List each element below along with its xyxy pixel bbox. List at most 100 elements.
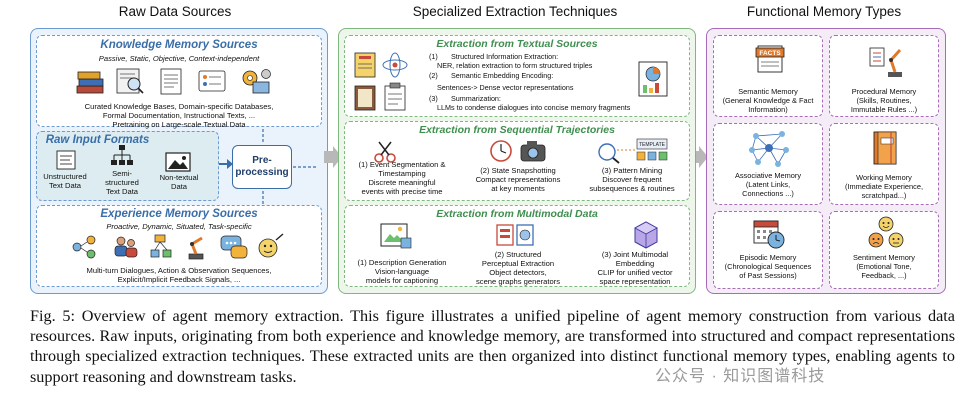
notebook-icon bbox=[873, 131, 897, 165]
associative-memory-desc-2: Connections ...) bbox=[742, 189, 794, 198]
sentiment-memory-desc-2: Feedback, ...) bbox=[861, 271, 907, 280]
experience-line-2: Explicit/Implicit Feedback Signals, ... bbox=[117, 275, 241, 284]
knowledge-line-1: Curated Knowledge Bases, Domain-specific… bbox=[84, 102, 274, 111]
sequential-item-1-l3: Discrete meaningful bbox=[368, 178, 436, 187]
multimodal-item-2-l1: (2) Structured bbox=[494, 250, 542, 259]
sequential-item-2-l1: (2) State Snapshotting bbox=[480, 166, 556, 175]
knowledge-memory-subtitle: Passive, Static, Objective, Context-inde… bbox=[98, 54, 260, 63]
knowledge-sources-icons bbox=[76, 68, 271, 95]
sequential-extraction-title: Extraction from Sequential Trajectories bbox=[419, 124, 615, 136]
column-heading-extraction-techniques: Specialized Extraction Techniques bbox=[412, 4, 618, 19]
textual-item-3-head: Summarization: bbox=[451, 94, 501, 103]
multimodal-item-1-l2: Vision-language bbox=[374, 267, 430, 276]
connector-lines bbox=[262, 129, 317, 211]
chart-report-icon bbox=[638, 61, 668, 97]
column-heading-memory-types: Functional Memory Types bbox=[746, 4, 902, 19]
multimodal-item-3-l2: Embedding bbox=[615, 259, 655, 268]
pattern-mining-icon: TEMPLATE bbox=[598, 138, 668, 164]
semantic-memory-name: Semantic Memory bbox=[738, 87, 798, 96]
semi-structured-label-2: structured bbox=[105, 178, 139, 187]
segmentation-scissors-icon bbox=[374, 141, 396, 163]
procedural-memory-desc-1: (Skills, Routines, bbox=[856, 96, 912, 105]
textual-item-2-num: (2) bbox=[429, 71, 438, 80]
textual-item-1-desc: NER, relation extraction to form structu… bbox=[437, 61, 593, 70]
team-icon bbox=[114, 236, 138, 258]
robot-arm-icon bbox=[869, 47, 902, 77]
sequential-item-2-l2: Compact representations bbox=[475, 175, 561, 184]
working-memory-name: Working Memory bbox=[856, 173, 912, 182]
unstructured-label-1: Unstructured bbox=[43, 172, 87, 181]
textual-item-2-desc: Sentences-> Dense vector representations bbox=[437, 83, 574, 92]
episodic-memory-name: Episodic Memory bbox=[739, 253, 797, 262]
knowledge-memory-title: Knowledge Memory Sources bbox=[100, 39, 258, 51]
multimodal-extraction-title: Extraction from Multimodal Data bbox=[436, 208, 598, 220]
textual-item-2-head: Semantic Embedding Encoding: bbox=[451, 71, 554, 80]
summary-clipboard-icon bbox=[384, 82, 406, 111]
sequential-item-1-l1: (1) Event Segmentation & bbox=[358, 160, 446, 169]
procedural-memory-desc-2: Immutable Rules ...) bbox=[850, 105, 918, 114]
sequential-item-1-l2: Timestamping bbox=[378, 169, 426, 178]
textual-item-1-num: (1) bbox=[429, 52, 438, 61]
sequential-item-3-l2: Discover frequent bbox=[602, 175, 662, 184]
extraction-techniques-panel: Extraction from Textual Sources bbox=[338, 28, 696, 294]
image-icon bbox=[165, 152, 191, 172]
unstructured-label-2: Text Data bbox=[48, 181, 82, 190]
preprocessing-label-1: Pre- bbox=[252, 155, 272, 166]
multimodal-item-2-l3: Object detectors, bbox=[489, 268, 547, 277]
textual-icons bbox=[354, 52, 408, 111]
figure-caption: Fig. 5: Overview of agent memory extract… bbox=[30, 307, 955, 386]
procedural-memory-name: Procedural Memory bbox=[851, 87, 917, 96]
network-icon bbox=[749, 131, 789, 167]
multimodal-item-1-l3: models for captioning bbox=[365, 276, 439, 285]
procedural-memory-card: Procedural Memory (Skills, Routines, Imm… bbox=[829, 35, 939, 117]
associative-memory-card: Associative Memory (Latent Links, Connec… bbox=[713, 123, 823, 205]
faces-icon bbox=[868, 216, 904, 248]
database-search-icon bbox=[116, 68, 144, 94]
knowledge-line-3: Pretraining on Large-scale Textual Data bbox=[112, 120, 246, 129]
book-icon bbox=[354, 85, 376, 111]
sequential-item-3-l1: (3) Pattern Mining bbox=[601, 166, 663, 175]
associative-memory-name: Associative Memory bbox=[734, 171, 802, 180]
experience-memory-title: Experience Memory Sources bbox=[100, 208, 258, 220]
snapshot-clock-camera-icon bbox=[490, 140, 546, 162]
semantic-memory-card: FACTS Semantic Memory (General Knowledge… bbox=[713, 35, 823, 117]
facts-icon: FACTS bbox=[755, 45, 785, 73]
watermark: 公众号 · 知识图谱科技 bbox=[655, 368, 826, 385]
multimodal-item-3-l1: (3) Joint Multimodal bbox=[601, 250, 669, 259]
column-heading-raw-data-sources: Raw Data Sources bbox=[118, 4, 232, 19]
textual-item-1-head: Structured Information Extraction: bbox=[451, 52, 559, 61]
episodic-memory-card: Episodic Memory (Chronological Sequences… bbox=[713, 211, 823, 289]
multimodal-embedding-cube-icon bbox=[634, 221, 658, 249]
preprocessing-box: Pre- processing bbox=[232, 145, 292, 189]
preprocessing-label-2: processing bbox=[235, 167, 289, 178]
sentiment-memory-name: Sentiment Memory bbox=[852, 253, 916, 262]
semi-structured-label-1: Semi- bbox=[112, 169, 132, 178]
experience-memory-sources-box: Experience Memory Sources Proactive, Dyn… bbox=[36, 205, 322, 287]
textual-extraction-box: Extraction from Textual Sources bbox=[344, 35, 690, 117]
workflow-icon bbox=[72, 235, 96, 259]
feedback-face-icon bbox=[258, 233, 284, 258]
textual-extraction-title: Extraction from Textual Sources bbox=[436, 38, 598, 50]
non-textual-label-1: Non-textual bbox=[159, 173, 199, 182]
robot-arm-icon bbox=[188, 236, 204, 260]
non-textual-label-2: Data bbox=[170, 182, 188, 191]
semantic-memory-desc-1: (General Knowledge & Fact bbox=[722, 96, 814, 105]
raw-input-formats-box: Raw Input Formats Unstructured Text Data… bbox=[36, 131, 219, 201]
flowchart-icon bbox=[150, 234, 172, 258]
multimodal-item-3-l4: space representation bbox=[599, 277, 671, 286]
calendar-clock-icon bbox=[753, 220, 785, 249]
working-memory-desc-2: scratchpad...) bbox=[861, 191, 907, 200]
experience-memory-subtitle: Proactive, Dynamic, Situated, Task-speci… bbox=[106, 222, 252, 231]
unstructured-text-icon bbox=[56, 150, 76, 170]
document-stack-icon bbox=[354, 52, 376, 78]
working-memory-desc-1: (Immediate Experience, bbox=[844, 182, 924, 191]
experience-sources-icons bbox=[72, 233, 284, 260]
arrow-to-preprocessing-icon bbox=[219, 159, 233, 169]
raw-input-formats-title: Raw Input Formats bbox=[45, 134, 150, 146]
sequential-extraction-box: Extraction from Sequential Trajectories … bbox=[344, 121, 690, 201]
episodic-memory-desc-2: of Past Sessions) bbox=[739, 271, 797, 280]
sequential-item-1-l4: events with precise time bbox=[361, 187, 443, 196]
atom-icon bbox=[382, 52, 408, 78]
episodic-memory-desc-1: (Chronological Sequences bbox=[724, 262, 812, 271]
semantic-memory-desc-2: Information) bbox=[748, 105, 788, 114]
